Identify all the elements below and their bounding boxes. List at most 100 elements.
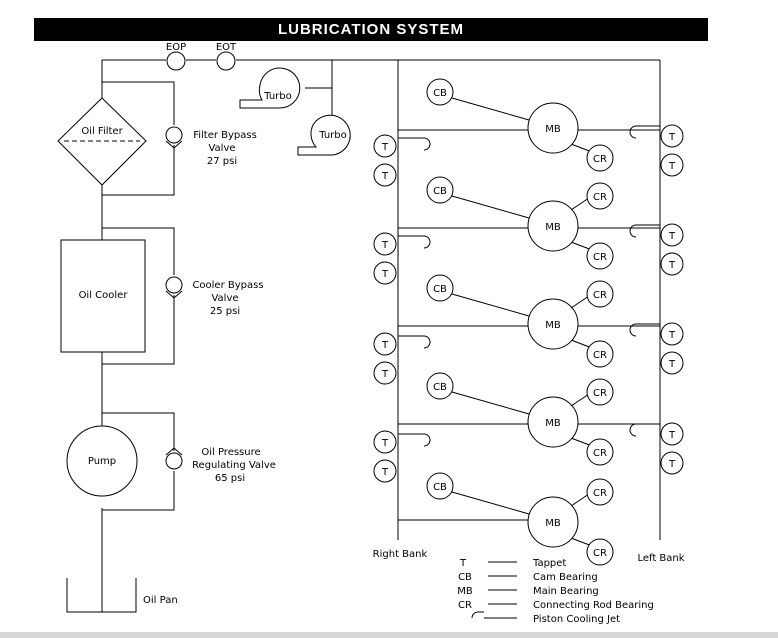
- con-rod-bearing-upper-label: CR: [593, 192, 607, 203]
- legend-jet-symbol: [471, 611, 517, 619]
- legend-label-t: Tappet: [532, 558, 566, 569]
- bearing-groups: CBMBCRCBMBCRCRCBMBCRCRCBMBCRCRCBMBCRCRTT…: [373, 78, 684, 566]
- oil-cooler: [60, 239, 146, 353]
- mb-cr-link: [570, 241, 593, 251]
- legend-abbr-t: T: [459, 558, 467, 569]
- eop-label: EOP: [166, 42, 186, 53]
- tappet-left-label: T: [668, 459, 676, 470]
- filter-bypass-label-1: Filter Bypass: [193, 130, 257, 141]
- main-bearing-label: MB: [545, 518, 561, 529]
- con-rod-bearing-label: CR: [593, 350, 607, 361]
- filter-bypass-valve: [165, 126, 183, 144]
- pressure-valve-seat: [165, 447, 183, 456]
- tappet-left-label: T: [668, 260, 676, 271]
- con-rod-bearing-label: CR: [593, 154, 607, 165]
- pressure-regulating-valve: [165, 452, 183, 470]
- piston-jet-right: [398, 335, 431, 349]
- title-bar: LUBRICATION SYSTEM: [34, 18, 708, 41]
- filter-bypass-valve-seat: [165, 140, 183, 149]
- cb-mb-link: [451, 97, 530, 121]
- tappet-right: [373, 134, 397, 158]
- cooler-bypass-label-2: Valve: [211, 293, 238, 304]
- cam-bearing: [426, 472, 454, 500]
- cb-mb-link: [451, 293, 530, 317]
- mb-cr-link: [570, 143, 593, 153]
- legend-abbr-cb: CB: [458, 572, 472, 583]
- turbo-1: [239, 67, 301, 109]
- cooler-bypass-label-1: Cooler Bypass: [192, 280, 263, 291]
- cb-mb-link: [451, 195, 530, 219]
- tappet-left: [660, 252, 684, 276]
- legend-abbr-mb: MB: [457, 586, 473, 597]
- cb-mb-link: [451, 491, 530, 515]
- main-bearing-label: MB: [545, 320, 561, 331]
- con-rod-bearing-upper-label: CR: [593, 488, 607, 499]
- cooler-bypass-valve-seat: [165, 290, 183, 299]
- tappet-right-label: T: [381, 240, 389, 251]
- cam-bearing-label: CB: [433, 186, 447, 197]
- eop-sensor: [166, 51, 186, 71]
- pressure-valve-line-top: [102, 412, 175, 451]
- mb-cr-link: [570, 339, 593, 349]
- tappet-right-label: T: [381, 467, 389, 478]
- mb-cr-link: [570, 437, 593, 447]
- piston-jet-right: [398, 433, 431, 447]
- right-bank-label: Right Bank: [373, 549, 428, 560]
- legend-abbr-cr: CR: [458, 600, 472, 611]
- tappet-right: [373, 361, 397, 385]
- pump: [66, 425, 138, 497]
- tappet-left-label: T: [668, 330, 676, 341]
- tappet-right: [373, 232, 397, 256]
- filter-bypass-line-bottom: [102, 145, 175, 196]
- piston-jet-left: [629, 224, 660, 238]
- pressure-valve-line-bottom: [102, 471, 175, 511]
- piston-jet-left: [629, 423, 660, 437]
- turbo-1-label: Turbo: [263, 91, 292, 102]
- tappet-right-label: T: [381, 369, 389, 380]
- piston-jet-left: [629, 323, 660, 337]
- main-bearing: [527, 200, 579, 252]
- con-rod-bearing-label: CR: [593, 548, 607, 559]
- eot-sensor: [216, 51, 236, 71]
- tappet-left: [660, 322, 684, 346]
- tappet-left: [660, 153, 684, 177]
- con-rod-bearing-upper: [586, 378, 614, 406]
- con-rod-bearing-label: CR: [593, 448, 607, 459]
- mb-cr-link: [570, 537, 593, 547]
- left-bank-label: Left Bank: [637, 553, 684, 564]
- main-bearing-label: MB: [545, 222, 561, 233]
- pressure-valve-label-2: Regulating Valve: [192, 460, 276, 471]
- cam-bearing-label: CB: [433, 382, 447, 393]
- con-rod-bearing-upper-label: CR: [593, 290, 607, 301]
- oil-cooler-label: Oil Cooler: [79, 290, 129, 301]
- turbo-2: [297, 114, 351, 156]
- oil-filter: [57, 97, 147, 186]
- piston-jet-right: [398, 235, 431, 249]
- diagram-title: LUBRICATION SYSTEM: [277, 21, 465, 38]
- main-bearing: [527, 496, 579, 548]
- tappet-left-label: T: [668, 359, 676, 370]
- con-rod-bearing-upper: [586, 280, 614, 308]
- tappet-left: [660, 124, 684, 148]
- cam-bearing-label: CB: [433, 482, 447, 493]
- main-bearing: [527, 298, 579, 350]
- tappet-left-label: T: [668, 132, 676, 143]
- legend: T Tappet CB Cam Bearing MB Main Bearing …: [457, 558, 654, 625]
- cooler-bypass-label-3: 25 psi: [210, 306, 240, 317]
- cooler-bypass-valve: [165, 276, 183, 294]
- tappet-right: [373, 261, 397, 285]
- con-rod-bearing-upper-label: CR: [593, 388, 607, 399]
- cooler-bypass-line-top: [102, 227, 175, 275]
- con-rod-bearing: [586, 340, 614, 368]
- con-rod-bearing: [586, 242, 614, 270]
- turbo-1-feed: [305, 60, 333, 89]
- filter-bypass-line-top: [102, 81, 175, 125]
- legend-label-mb: Main Bearing: [533, 586, 599, 597]
- tappet-right: [373, 459, 397, 483]
- con-rod-bearing: [586, 144, 614, 172]
- main-bearing-label: MB: [545, 418, 561, 429]
- con-rod-bearing: [586, 538, 614, 566]
- legend-label-cr: Connecting Rod Bearing: [533, 600, 654, 611]
- cam-bearing: [426, 176, 454, 204]
